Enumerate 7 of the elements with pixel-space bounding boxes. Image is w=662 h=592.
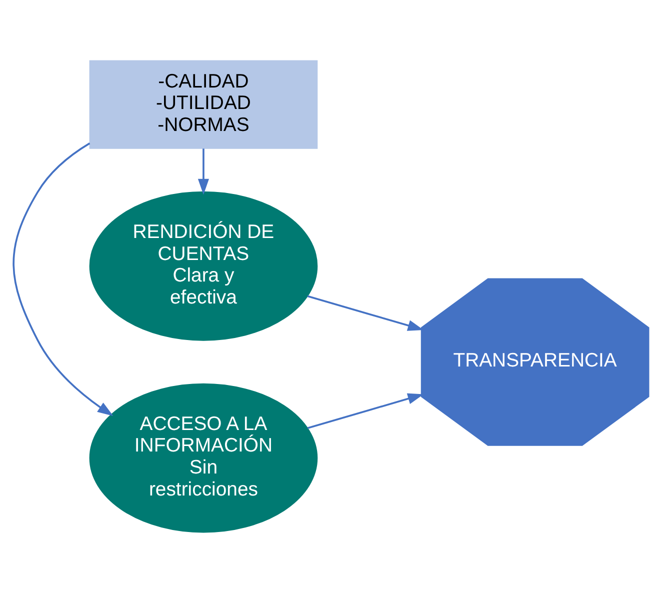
node-box: -CALIDAD -UTILIDAD -NORMAS [89,60,318,148]
node-ellipse: ACCESO A LA INFORMACIÓN Sin restricciones [89,382,318,532]
arrow [198,148,209,194]
arrow [307,392,424,428]
arrow [12,142,114,416]
arrow [307,294,424,330]
node-ellipse: RENDICIÓN DE CUENTAS Clara y efectiva [89,190,318,340]
